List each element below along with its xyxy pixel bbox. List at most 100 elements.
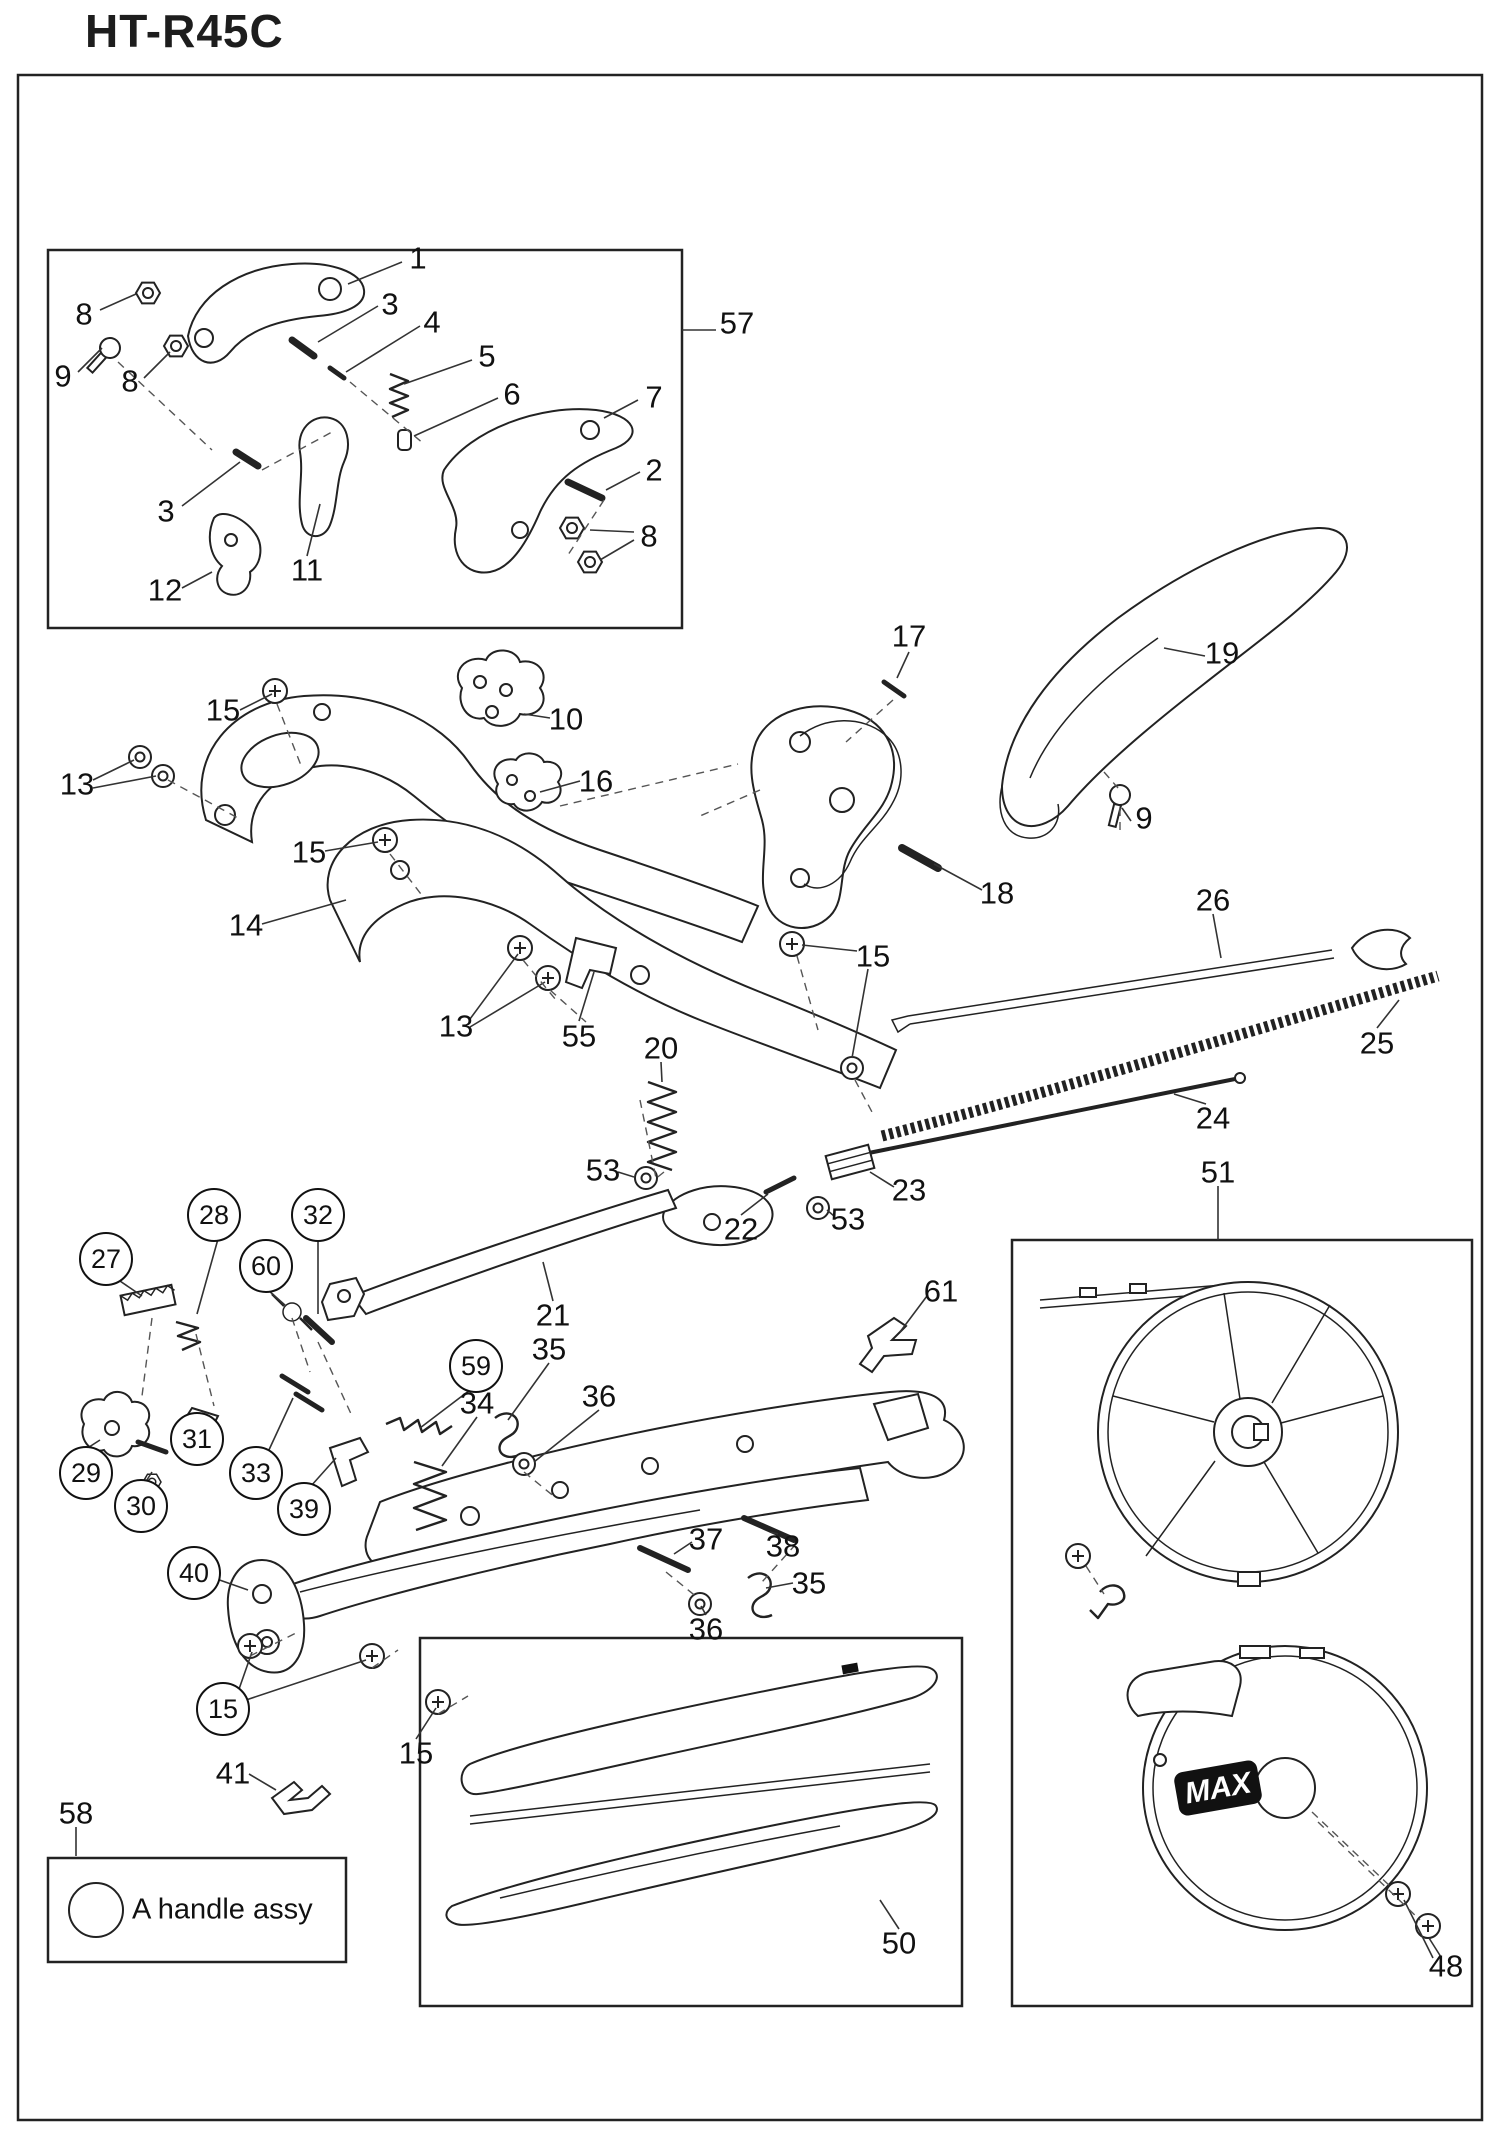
callout-21: 21: [535, 1297, 571, 1333]
callout-48: 48: [1428, 1948, 1464, 1984]
plate-opening: [872, 1392, 930, 1442]
screw-15: [359, 1643, 385, 1669]
bracket-hole: [473, 675, 487, 689]
spring-28: [175, 1320, 202, 1352]
hub-key: [1253, 1423, 1269, 1441]
callout-14: 14: [228, 907, 264, 943]
stopper-55: [564, 936, 618, 990]
callout-38: 38: [765, 1528, 801, 1564]
lever-61: [858, 1316, 918, 1374]
rod-end: [1234, 1072, 1246, 1084]
bracket-hole: [524, 790, 536, 802]
case-tab: [1239, 1645, 1271, 1659]
body-lower-channel: [277, 1466, 870, 1620]
callout-30: 30: [114, 1479, 168, 1533]
callout-8: 8: [640, 518, 658, 554]
callout-11: 11: [290, 552, 324, 588]
trigger-plate-rear: [799, 720, 902, 889]
plate-hole: [829, 787, 855, 813]
callout-4: 4: [423, 304, 441, 340]
pin-33: [293, 1391, 325, 1413]
screw-15: [262, 678, 288, 704]
handle-button: [841, 1662, 859, 1675]
rod-24: [832, 1076, 1242, 1162]
callout-10: 10: [548, 701, 584, 737]
guide-tab: [1079, 1287, 1097, 1298]
arm-hole: [214, 804, 236, 826]
washer-13: [128, 745, 152, 769]
arm-hole: [313, 703, 331, 721]
callout-15: 15: [398, 1735, 434, 1771]
spring-20: [646, 1080, 678, 1172]
lever-hole: [318, 277, 342, 301]
torsion-spring-60: [282, 1302, 302, 1322]
screw-9: [85, 337, 121, 375]
washer-15: [840, 1056, 864, 1080]
plate-hole: [736, 1435, 754, 1453]
handle-mid-strip: [469, 1763, 931, 1825]
pin-33: [279, 1373, 311, 1395]
callout-23: 23: [891, 1172, 927, 1208]
callout-32: 32: [291, 1188, 345, 1242]
callout-27: 27: [79, 1232, 133, 1286]
callout-36: 36: [581, 1378, 617, 1414]
screw-13: [535, 965, 561, 991]
pin-17: [881, 679, 907, 699]
pawl-arm: [135, 1439, 169, 1455]
bracket-hole: [506, 774, 518, 786]
hex-nut-8: [577, 550, 603, 574]
callout-5: 5: [478, 338, 496, 374]
arm-slot: [240, 731, 320, 789]
plate-hole: [789, 731, 811, 753]
case-hole: [1153, 1753, 1167, 1767]
bracket-16: [493, 752, 563, 812]
handle-lower-half: [445, 1801, 938, 1926]
callout-3: 3: [381, 286, 399, 322]
washer-53: [806, 1196, 830, 1220]
page-title: HT-R45C: [85, 5, 284, 57]
screw-15: [779, 931, 805, 957]
legend-group: [46, 1856, 348, 1964]
head-hole: [261, 1636, 273, 1648]
handle-assy-box-group: [418, 1636, 964, 2008]
callout-24: 24: [1195, 1100, 1231, 1136]
callout-7: 7: [645, 379, 663, 415]
callout-15: 15: [855, 938, 891, 974]
callout-57: 57: [719, 305, 755, 341]
callout-39: 39: [277, 1482, 331, 1536]
callout-53: 53: [830, 1201, 866, 1237]
screw-9: [1107, 784, 1131, 829]
callout-17: 17: [891, 618, 927, 654]
callout-8: 8: [75, 296, 93, 332]
callout-37: 37: [688, 1521, 724, 1557]
plate-hole: [460, 1506, 480, 1526]
clip-hook: [1089, 1584, 1126, 1620]
callout-2: 2: [645, 452, 663, 488]
feed-bar-hook: [1350, 928, 1412, 971]
callout-20: 20: [643, 1030, 679, 1066]
callout-35: 35: [791, 1565, 827, 1601]
spring-pin-38: [741, 1515, 797, 1543]
grip-inner-line: [1029, 637, 1159, 779]
callout-9: 9: [54, 358, 72, 394]
screw-15: [237, 1633, 263, 1659]
callout-15: 15: [196, 1682, 250, 1736]
callout-35: 35: [531, 1331, 567, 1367]
callout-61: 61: [923, 1273, 959, 1309]
screw-48: [1415, 1913, 1441, 1939]
washer-53: [634, 1166, 658, 1190]
bracket-39: [328, 1436, 370, 1488]
pin-4: [327, 365, 347, 381]
feed-bar-26: [890, 949, 1335, 1034]
callout-9: 9: [1135, 800, 1153, 836]
callout-34: 34: [459, 1385, 495, 1421]
arm-hole: [390, 860, 410, 880]
latch-hole: [224, 533, 238, 547]
callout-18: 18: [979, 875, 1015, 911]
screw-15: [372, 827, 398, 853]
washer-36: [512, 1452, 536, 1476]
callout-13: 13: [59, 766, 95, 802]
callout-16: 16: [578, 763, 614, 799]
trigger-plate: [750, 705, 896, 930]
pin-2: [564, 478, 606, 502]
